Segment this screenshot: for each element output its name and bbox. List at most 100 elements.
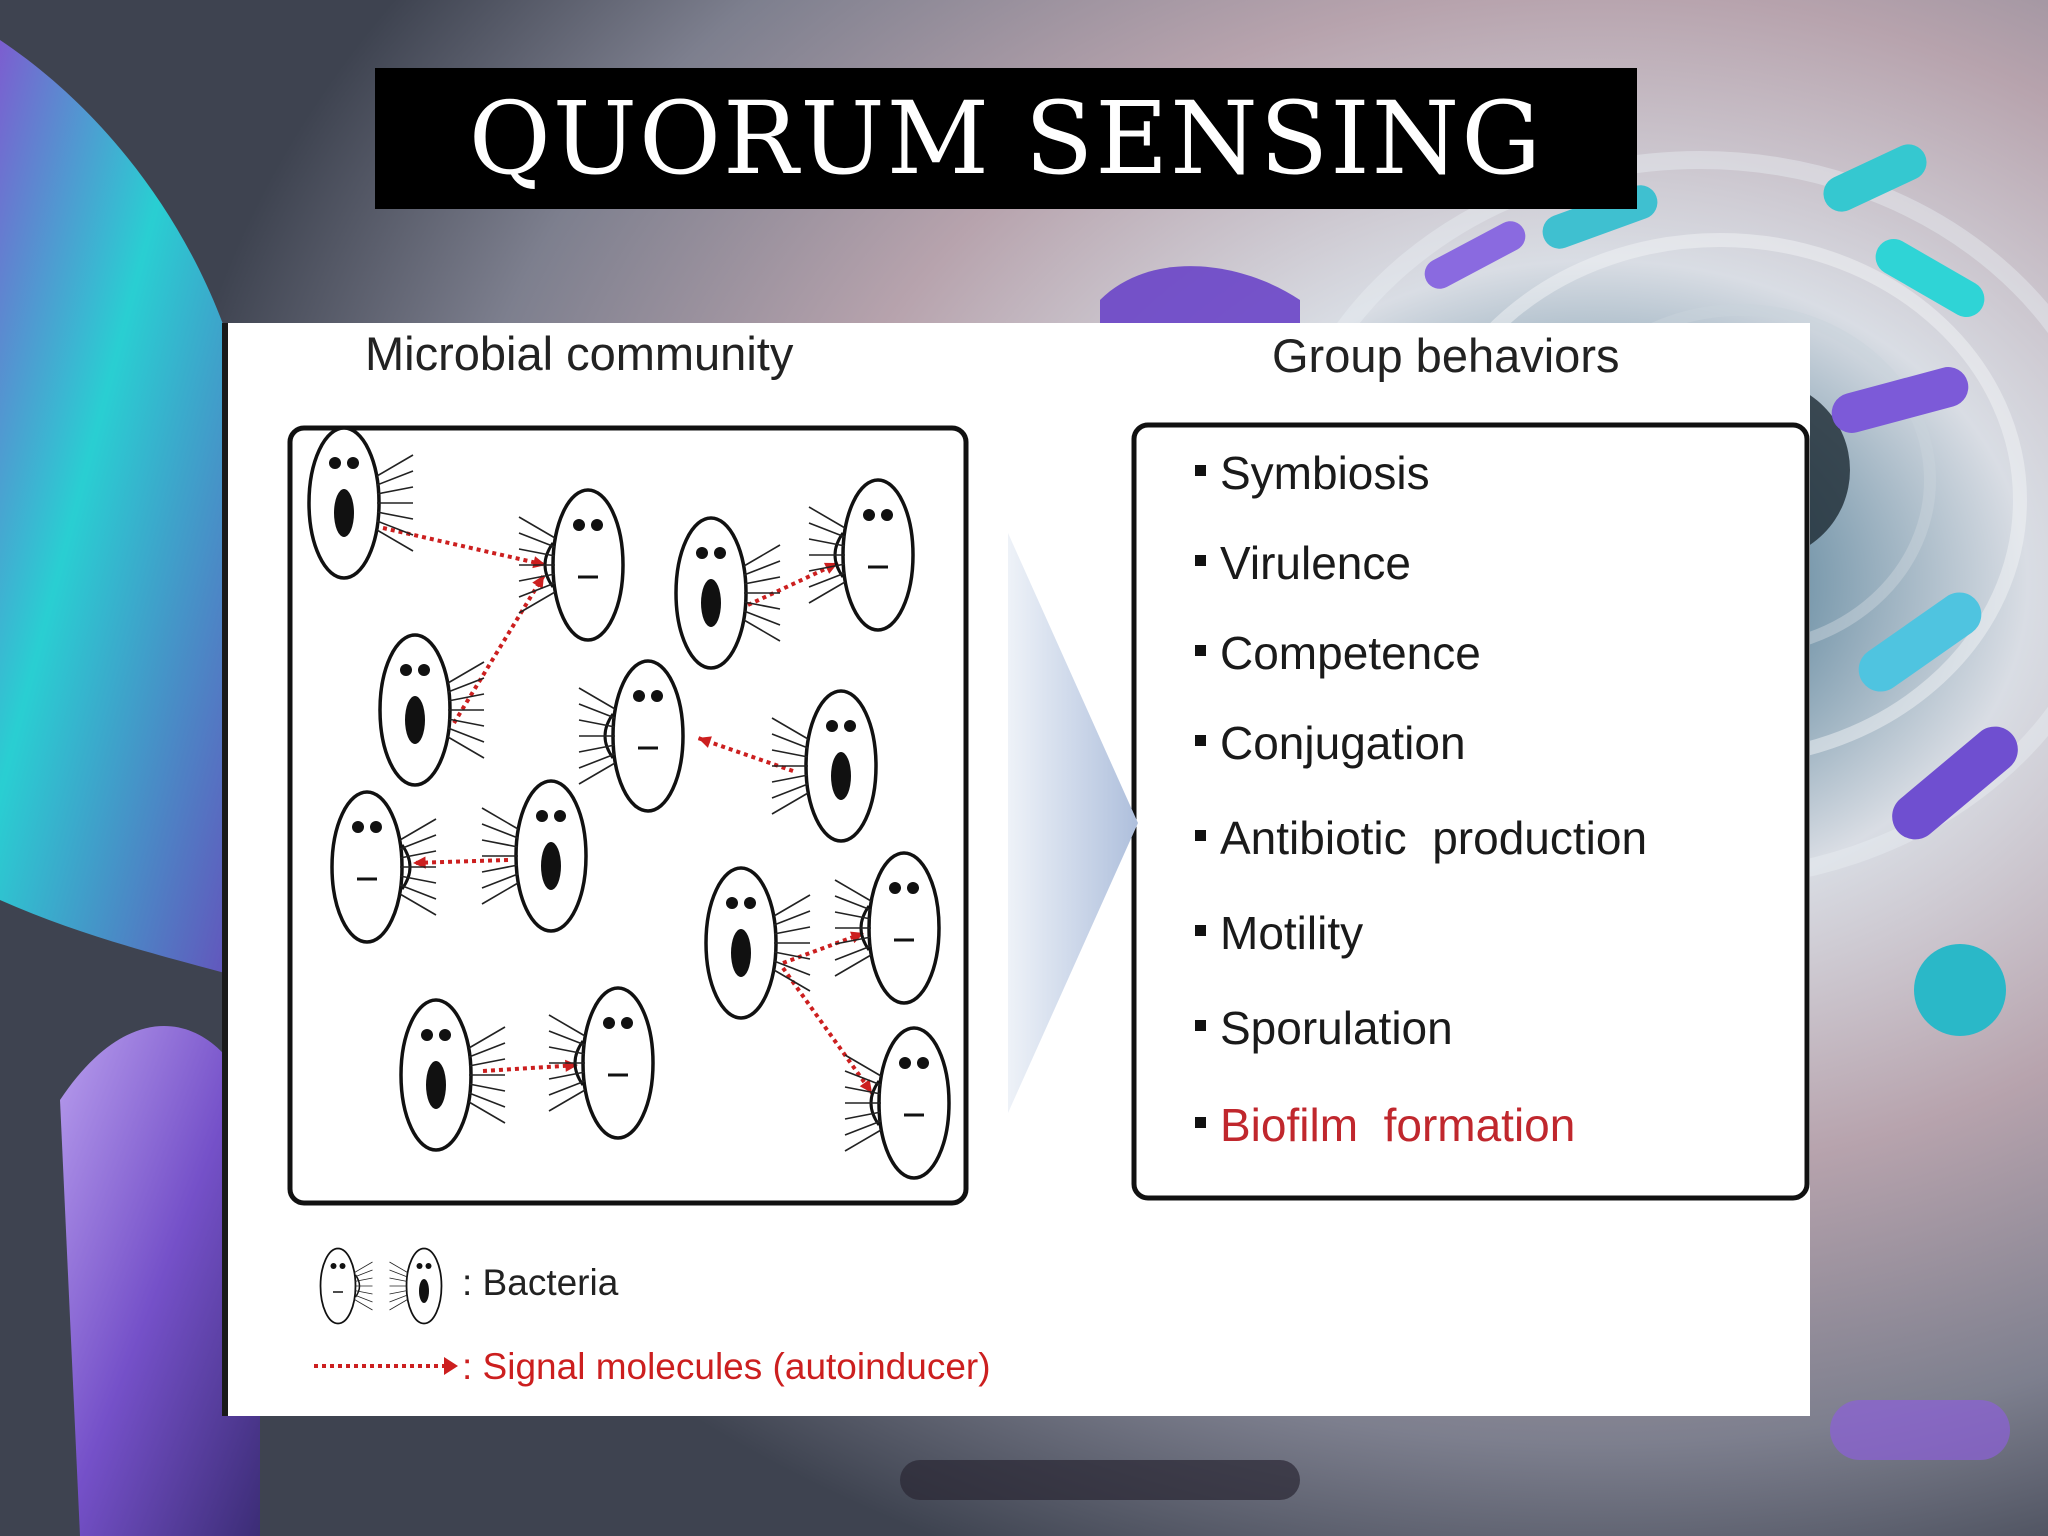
flagellum (771, 749, 809, 758)
flagellum (808, 522, 846, 538)
flagellum (578, 744, 616, 753)
flagellum (743, 576, 781, 585)
bullet-icon (1195, 925, 1206, 937)
flagellum (447, 718, 485, 727)
flagellum (834, 879, 872, 902)
bacterium-body (330, 790, 404, 944)
flagellum (578, 753, 616, 769)
flagellum (354, 1269, 373, 1278)
eye (400, 664, 412, 676)
flagellum (808, 538, 846, 547)
flagellum (834, 945, 872, 961)
flagellum (518, 532, 556, 548)
signal-arrow-head (532, 575, 544, 589)
flagellum (743, 619, 781, 642)
eye (621, 1017, 633, 1029)
bacterium-body (581, 986, 655, 1140)
signal-arrow-line (452, 573, 546, 725)
slide-title: QUORUM SENSING (468, 79, 1544, 197)
behavior-label: Sporulation (1220, 1002, 1453, 1054)
flagellum (481, 882, 519, 905)
behavior-label: Symbiosis (1220, 447, 1430, 499)
flagellum (578, 719, 616, 728)
signal-arrow-line (747, 561, 839, 607)
flagellum (354, 1299, 373, 1311)
bullet-icon (1195, 645, 1206, 657)
flagellum (771, 774, 809, 783)
eye (352, 821, 364, 833)
flagellum (743, 560, 781, 576)
community-box (287, 425, 969, 1206)
flagellum (834, 911, 872, 920)
eye (651, 690, 663, 702)
bacterium (307, 426, 414, 580)
signal-arrow-line (781, 966, 874, 1095)
flagellum (481, 873, 519, 889)
flagellum (376, 529, 414, 552)
eye (418, 664, 430, 676)
bacterium (844, 1026, 951, 1180)
flagellum (578, 687, 616, 710)
behavior-label-highlight: Biofilm formation (1220, 1099, 1576, 1151)
bullet-icon (1195, 465, 1206, 477)
behavior-item: Motility (1195, 910, 1363, 956)
behavior-item: Antibiotic production (1195, 815, 1647, 861)
flagellum (389, 1299, 408, 1311)
flagellum (743, 601, 781, 610)
flagellum (481, 823, 519, 839)
flagellum (481, 839, 519, 848)
behavior-label: Motility (1220, 907, 1364, 959)
flagellum (389, 1290, 408, 1295)
flagellum (447, 661, 485, 684)
flagellum (844, 1086, 882, 1095)
behavior-label: Virulence (1220, 537, 1411, 589)
flagellum (743, 544, 781, 567)
flagellum (447, 736, 485, 759)
flagellum (399, 884, 437, 900)
flagellum (773, 894, 811, 917)
behavior-item: Sporulation (1195, 1005, 1453, 1051)
open-mouth (334, 489, 354, 537)
eye (907, 882, 919, 894)
flagellum (399, 875, 437, 884)
behavior-item: Symbiosis (1195, 450, 1430, 496)
bullet-icon (1195, 555, 1206, 567)
bacterium (578, 659, 685, 813)
flagellum (844, 1129, 882, 1152)
flagellum (518, 573, 556, 582)
flagellum (834, 936, 872, 945)
eye (899, 1057, 911, 1069)
bacterium (808, 478, 915, 632)
eye (826, 720, 838, 732)
behavior-label: Conjugation (1220, 717, 1466, 769)
flagellum (376, 454, 414, 477)
title-banner: QUORUM SENSING (375, 68, 1637, 209)
flagellum (468, 1092, 506, 1108)
flagellum (447, 693, 485, 702)
eye (439, 1029, 451, 1041)
eye (591, 519, 603, 531)
flagellum (808, 572, 846, 588)
flagellum (773, 926, 811, 935)
signal-arrow-line (412, 858, 509, 865)
flagellum (399, 834, 437, 850)
eye (696, 547, 708, 559)
eye (917, 1057, 929, 1069)
flagellum (481, 807, 519, 830)
legend-icons (314, 1247, 458, 1375)
bacterium (518, 488, 625, 642)
flagellum (773, 960, 811, 976)
bacterium (378, 633, 485, 787)
flagellum (773, 951, 811, 960)
open-mouth (731, 929, 751, 977)
flagellum (389, 1269, 408, 1278)
bacterium-body (867, 851, 941, 1005)
flagellum (834, 895, 872, 911)
behavior-item: Conjugation (1195, 720, 1466, 766)
bullet-icon (1195, 1020, 1206, 1032)
flagellum (447, 727, 485, 743)
flagellum (771, 733, 809, 749)
flagellum (834, 954, 872, 977)
flagellum (548, 1080, 586, 1096)
eye (889, 882, 901, 894)
